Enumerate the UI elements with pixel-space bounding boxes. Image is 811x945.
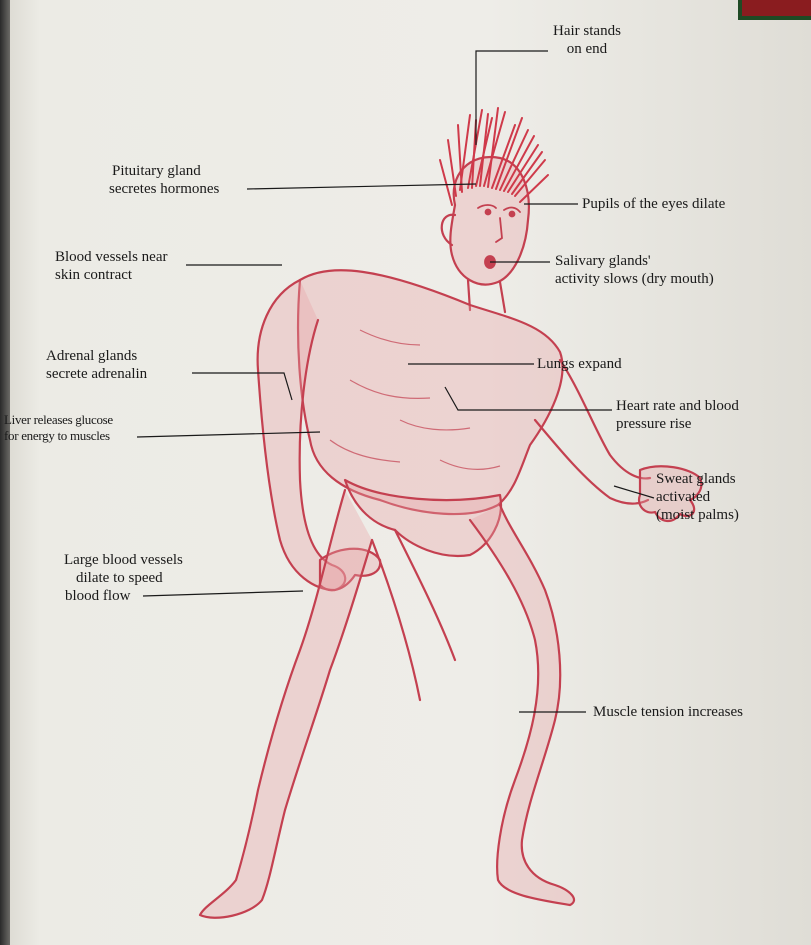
figure-right-leg <box>470 505 574 905</box>
label-line: Hair stands <box>553 22 621 40</box>
label-line: Muscle tension increases <box>593 703 743 721</box>
label-hair-stands: Hair stands on end <box>553 22 621 58</box>
label-line: skin contract <box>55 266 167 284</box>
label-line: pressure rise <box>616 415 739 433</box>
label-lungs-expand: Lungs expand <box>537 355 622 373</box>
label-line: on end <box>553 40 621 58</box>
label-line: secrete adrenalin <box>46 365 147 383</box>
label-line: Pupils of the eyes dilate <box>582 195 725 213</box>
label-line: blood flow <box>64 587 183 605</box>
label-sweat-glands: Sweat glands activated (moist palms) <box>656 470 739 524</box>
label-line: Lungs expand <box>537 355 622 373</box>
label-pituitary-gland: Pituitary gland secretes hormones <box>109 162 219 198</box>
label-muscle-tension: Muscle tension increases <box>593 703 743 721</box>
label-line: secretes hormones <box>109 180 219 198</box>
label-large-blood-vessels: Large blood vessels dilate to speed bloo… <box>64 551 183 605</box>
label-line: Salivary glands' <box>555 252 714 270</box>
figure-torso <box>298 270 562 514</box>
label-line: for energy to muscles <box>4 428 113 444</box>
label-line: dilate to speed <box>64 569 183 587</box>
label-liver-glucose: Liver releases glucose for energy to mus… <box>4 412 113 444</box>
leader-pituitary <box>247 184 476 189</box>
label-line: Heart rate and blood <box>616 397 739 415</box>
label-heart-rate: Heart rate and blood pressure rise <box>616 397 739 433</box>
label-line: Large blood vessels <box>64 551 183 569</box>
label-salivary-glands: Salivary glands' activity slows (dry mou… <box>555 252 714 288</box>
label-line: Liver releases glucose <box>4 412 113 428</box>
label-adrenal-glands: Adrenal glands secrete adrenalin <box>46 347 147 383</box>
label-line: (moist palms) <box>656 506 739 524</box>
label-blood-vessels-skin: Blood vessels near skin contract <box>55 248 167 284</box>
label-pupils-dilate: Pupils of the eyes dilate <box>582 195 725 213</box>
label-line: activated <box>656 488 739 506</box>
label-line: Adrenal glands <box>46 347 147 365</box>
label-line: Blood vessels near <box>55 248 167 266</box>
label-line: Sweat glands <box>656 470 739 488</box>
label-line: Pituitary gland <box>109 162 219 180</box>
label-line: activity slows (dry mouth) <box>555 270 714 288</box>
